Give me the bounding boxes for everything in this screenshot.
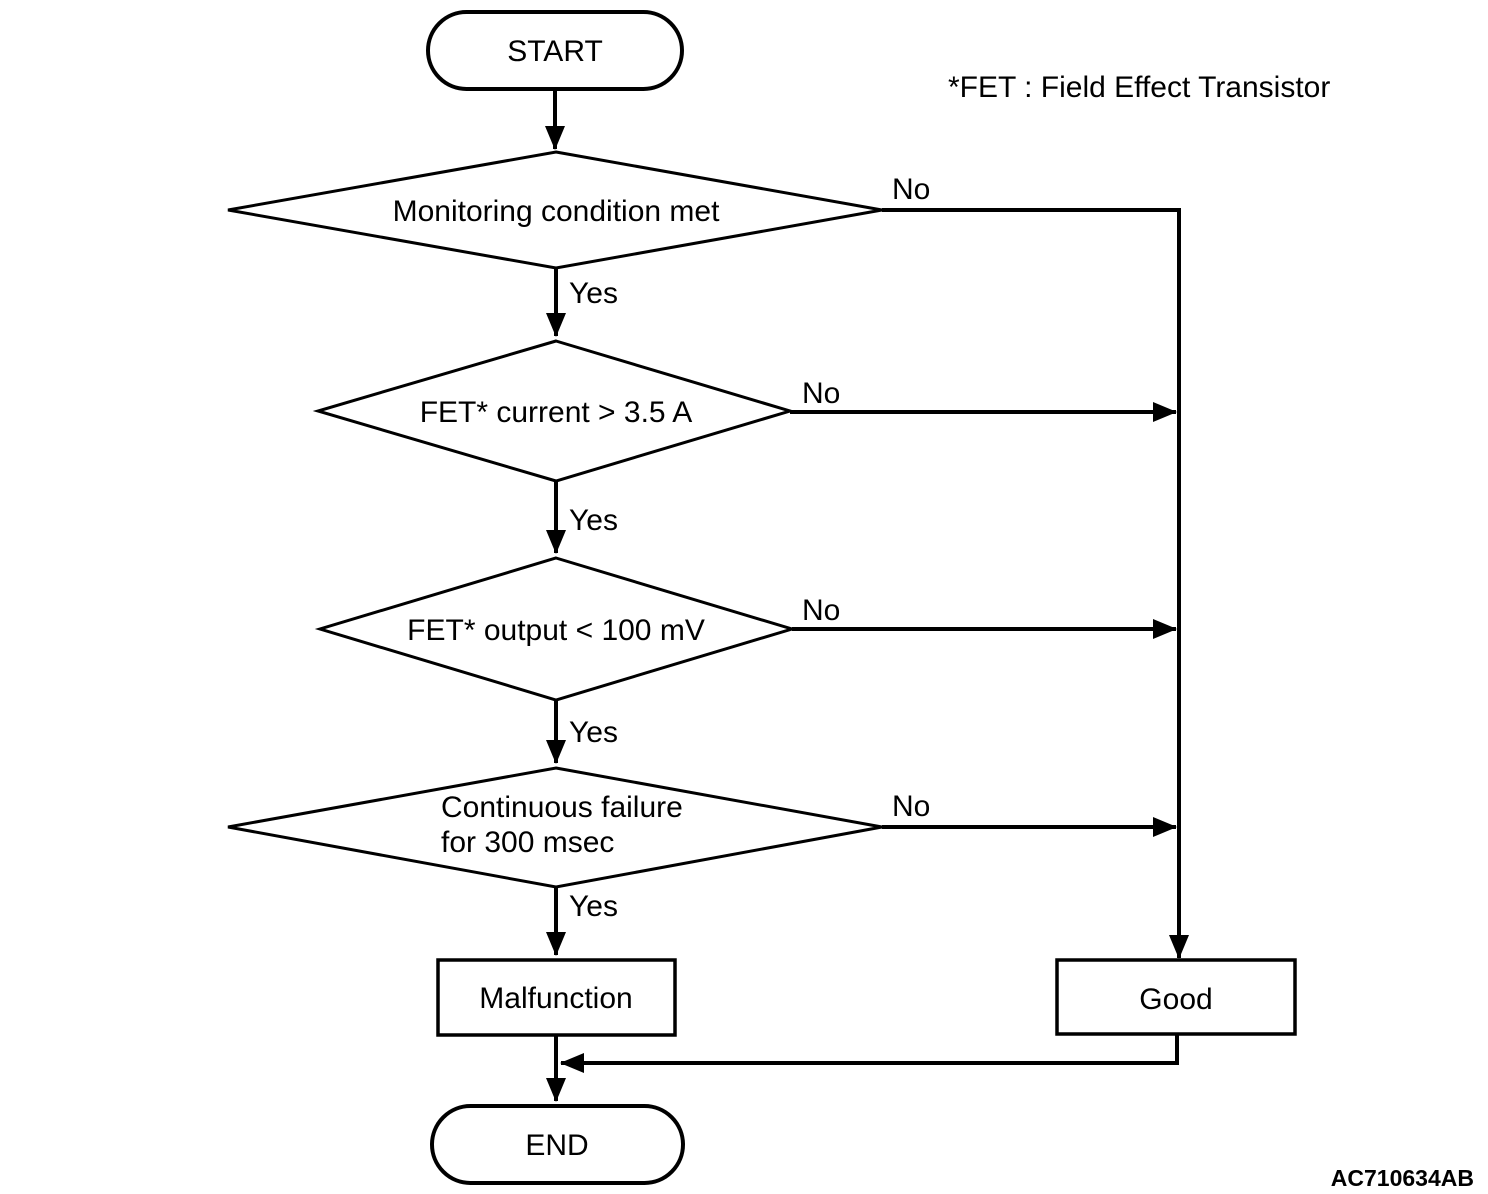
decision-continuous-failure-label-line1: Continuous failure <box>441 791 683 824</box>
no-label-fet-output: No <box>802 594 840 627</box>
decision-fet-current <box>312 339 796 483</box>
start-label: START <box>507 35 603 68</box>
no-label-monitoring: No <box>892 173 930 206</box>
decision-continuous-failure-label-line2: for 300 msec <box>441 826 614 859</box>
yes-label-fet-output: Yes <box>569 716 618 749</box>
yes-label-fet-current: Yes <box>569 504 618 537</box>
decision-continuous-failure <box>227 766 883 889</box>
decision-fet-output-label: FET* output < 100 mV <box>407 614 705 647</box>
decision-fet-current-label: FET* current > 3.5 A <box>420 396 693 429</box>
edge-good-to-end-join <box>560 1034 1179 1073</box>
yes-label-monitoring: Yes <box>569 277 618 310</box>
malfunction-box <box>436 958 677 1037</box>
start-terminator <box>426 10 684 91</box>
figure-code: AC710634AB <box>1331 1165 1474 1191</box>
decision-fet-output <box>314 556 798 702</box>
edge-monitoring-no-to-good <box>882 208 1189 959</box>
good-label: Good <box>1139 983 1212 1016</box>
fet-note: *FET : Field Effect Transistor <box>948 71 1330 104</box>
yes-label-continuous-failure: Yes <box>569 890 618 923</box>
end-label: END <box>525 1129 588 1162</box>
decision-monitoring-label: Monitoring condition met <box>393 195 721 228</box>
good-box <box>1055 958 1297 1036</box>
decision-monitoring-condition <box>227 150 883 270</box>
end-terminator <box>430 1104 685 1185</box>
no-label-continuous-failure: No <box>892 790 930 823</box>
no-label-fet-current: No <box>802 377 840 410</box>
malfunction-label: Malfunction <box>479 982 632 1015</box>
